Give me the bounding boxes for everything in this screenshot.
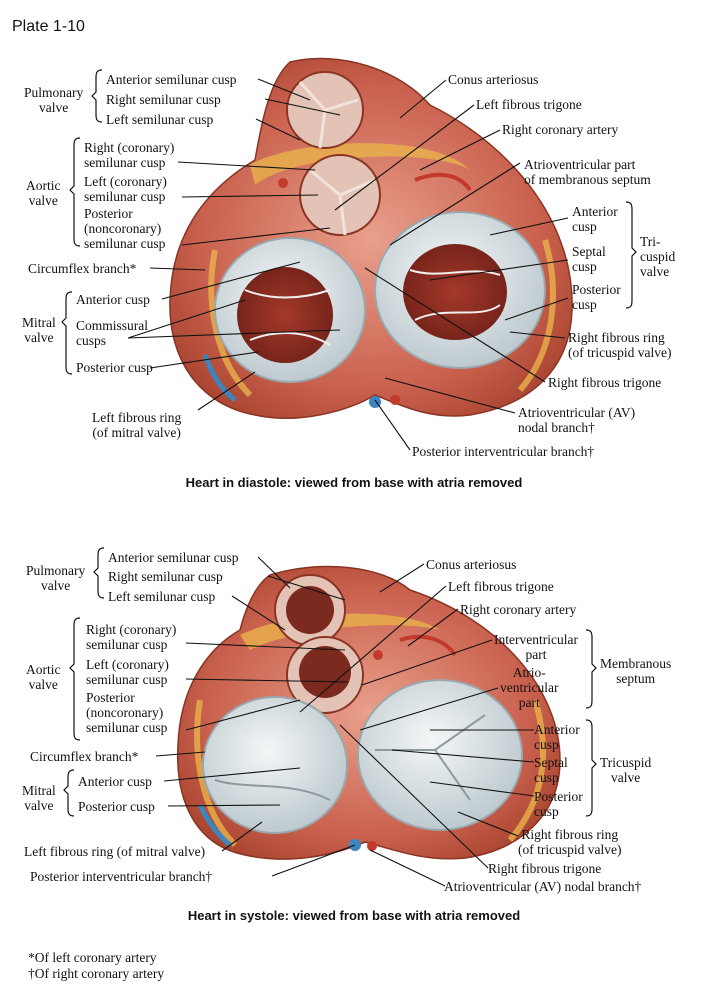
systole-posterior-cusp-label: Posterior cusp: [78, 799, 155, 814]
diastole-caption: Heart in diastole: viewed from base with…: [185, 475, 523, 490]
systole-tricuspid-valve-label: Tricuspid valve: [600, 755, 652, 785]
systole-caption: Heart in systole: viewed from base with …: [187, 908, 521, 923]
diastole-tv-posterior-label: Posterior cusp: [572, 282, 621, 312]
systole-aortic-valve-label: Aortic valve: [26, 662, 61, 692]
systole-right-trigone-label: Right fibrous trigone: [488, 861, 602, 876]
systole-mitral-valve-label: Mitral valve: [22, 783, 56, 813]
systole-av-nodal-label: Atrioventricular (AV) nodal branch†: [444, 879, 642, 894]
diastole-conus-label: Conus arteriosus: [448, 72, 539, 87]
systole-tv-posterior-label: Posterior cusp: [534, 789, 583, 819]
diastole-pulmonary-valve-label: Pulmonary valve: [24, 85, 84, 115]
systole-membranous-septum-label: Membranous septum: [600, 656, 672, 686]
diastole-aortic-valve-label: Aortic valve: [26, 178, 61, 208]
systole-left-fibrous-ring-label: Left fibrous ring (of mitral valve): [24, 844, 206, 859]
diastole-post-interventricular-label: Posterior interventricular branch†: [412, 444, 595, 459]
brackets: [61, 69, 637, 817]
systole-anterior-cusp-label: Anterior cusp: [78, 774, 152, 789]
diastole-right-trigone-label: Right fibrous trigone: [548, 375, 662, 390]
systole-conus-label: Conus arteriosus: [426, 557, 517, 572]
diastole-right-semilunar-label: Right semilunar cusp: [106, 92, 221, 107]
diastole-anterior-semilunar-label: Anterior semilunar cusp: [106, 72, 237, 87]
diastole-tricuspid-valve-label: Tri- cuspid valve: [640, 234, 676, 279]
diastole-right-fibrous-ring-label: Right fibrous ring (of tricuspid valve): [568, 330, 672, 360]
diastole-anterior-cusp-label: Anterior cusp: [76, 292, 150, 307]
diastole-fat-band: [250, 143, 470, 185]
systole-mitral-valve: [202, 696, 348, 834]
systole-post-interventricular-label: Posterior interventricular branch†: [30, 869, 213, 884]
diastole-tv-anterior-label: Anterior cusp: [572, 204, 618, 234]
leader-lines: [127, 78, 569, 887]
plate-title: Plate 1-10: [12, 18, 85, 35]
diastole-left-coronary-cusp-label: Left (coronary) semilunar cusp: [84, 174, 167, 204]
diastole-posterior-aortic-cusp-label: Posterior (noncoronary) semilunar cusp: [84, 206, 166, 251]
systole-left-semilunar-label: Left semilunar cusp: [108, 589, 216, 604]
footnote-star: *Of left coronary artery: [28, 950, 157, 965]
systole-right-semilunar-label: Right semilunar cusp: [108, 569, 223, 584]
diastole-av-nodal-label: Atrioventricular (AV) nodal branch†: [518, 405, 636, 435]
systole-circumflex-label: Circumflex branch*: [30, 749, 139, 764]
systole-left-trigone-label: Left fibrous trigone: [448, 579, 554, 594]
diastole-tv-septal-label: Septal cusp: [572, 244, 606, 274]
diastole-av-membranous-label: Atrioventricular part of membranous sept…: [524, 157, 651, 187]
diastole-circumflex-label: Circumflex branch*: [28, 261, 137, 276]
diastole-commissural-label: Commissural cusps: [76, 318, 149, 348]
diastole-left-fibrous-ring-label: Left fibrous ring (of mitral valve): [92, 410, 182, 440]
systole-atrioventricular-part-label: Atrio- ventricular part: [500, 665, 559, 710]
diastole-heart: [169, 57, 573, 419]
diastole-left-semilunar-label: Left semilunar cusp: [106, 112, 214, 127]
systole-tv-anterior-label: Anterior cusp: [534, 722, 580, 752]
systole-anterior-semilunar-label: Anterior semilunar cusp: [108, 550, 239, 565]
diastole-mitral-valve-label: Mitral valve: [22, 315, 56, 345]
systole-tricuspid-valve: [357, 679, 523, 831]
systole-left-coronary-cusp-label: Left (coronary) semilunar cusp: [86, 657, 169, 687]
systole-pulmonary-valve-label: Pulmonary valve: [26, 563, 86, 593]
diastole-right-coronary-cusp-label: Right (coronary) semilunar cusp: [84, 140, 175, 170]
systole-posterior-aortic-cusp-label: Posterior (noncoronary) semilunar cusp: [86, 690, 168, 735]
diastole-left-trigone-label: Left fibrous trigone: [476, 97, 582, 112]
systole-right-coronary-artery-label: Right coronary artery: [460, 602, 577, 617]
systole-right-fibrous-ring-label: Right fibrous ring (of tricuspid valve): [518, 827, 622, 857]
diastole-right-coronary-artery-label: Right coronary artery: [502, 122, 619, 137]
systole-tv-septal-label: Septal cusp: [534, 755, 568, 785]
systole-right-coronary-cusp-label: Right (coronary) semilunar cusp: [86, 622, 177, 652]
systole-heart: [176, 565, 561, 860]
systole-interventricular-part-label: Interventricular part: [494, 632, 578, 662]
diastole-posterior-cusp-label: Posterior cusp: [76, 360, 153, 375]
footnote-dagger: †Of right coronary artery: [28, 966, 165, 981]
